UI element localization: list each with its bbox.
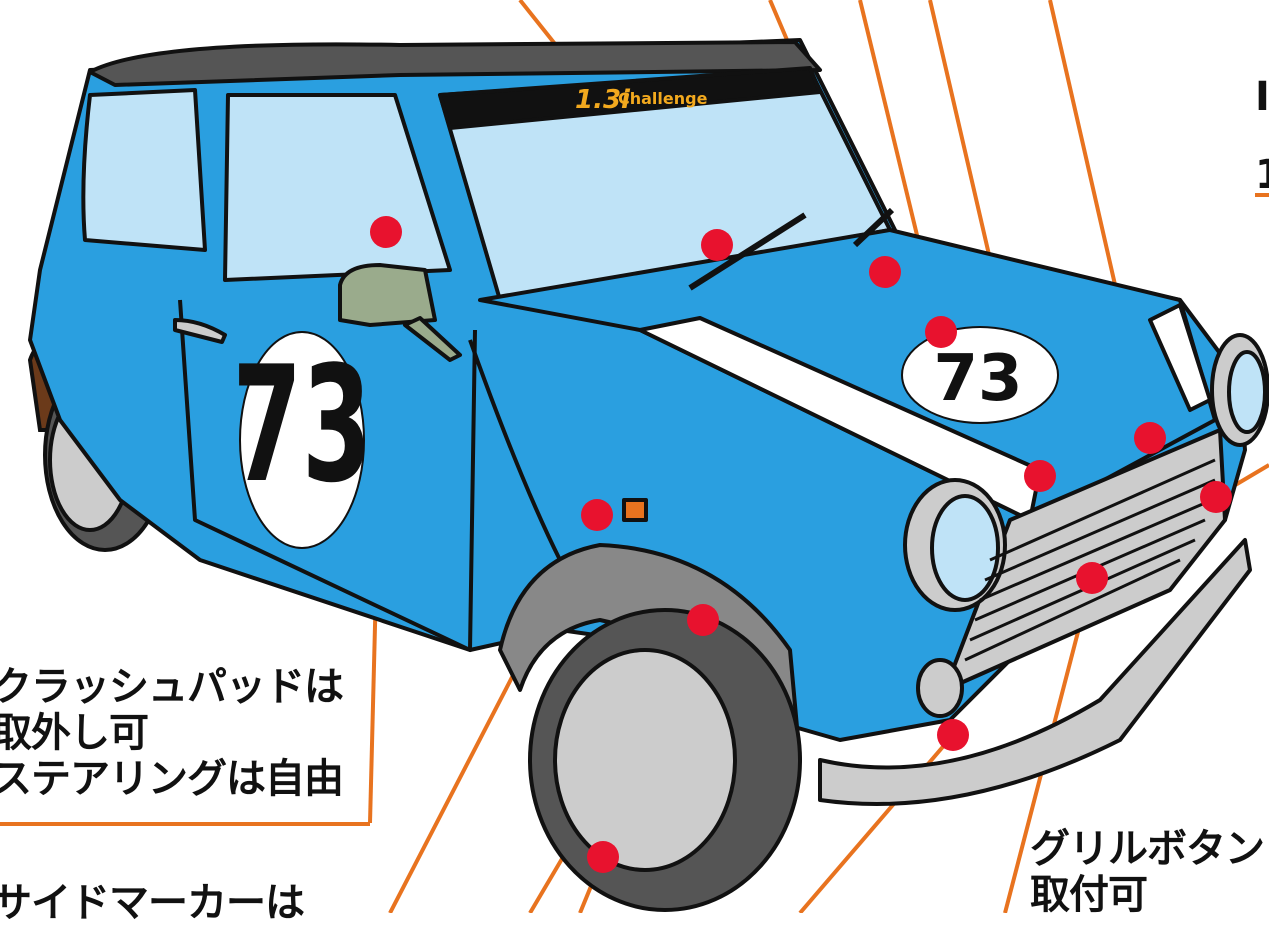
dot-wiper [701, 229, 733, 261]
callout-grille-line-1: グリルボタン [1030, 826, 1265, 872]
dot-wheel-arch [687, 604, 719, 636]
callout-grille-button: グリルボタン 取付可 [1030, 826, 1265, 918]
dot-wheel [587, 841, 619, 873]
dot-bonnet-number [925, 316, 957, 348]
banner-sub-text: Challenge [618, 89, 708, 108]
callout-side-line-1: サイドマーカーは [0, 880, 305, 926]
dot-grille-right [1200, 481, 1232, 513]
callout-top-right-b-line-1: 1 [1255, 152, 1269, 198]
door-number: 73 [232, 332, 371, 518]
dot-bumper [937, 719, 969, 751]
callout-crash-line-3: ステアリングは自由 [0, 756, 344, 802]
dot-mirror [370, 216, 402, 248]
callout-top-right-a-line-1: I [1255, 74, 1269, 120]
dot-marker [581, 499, 613, 531]
callout-grille-line-2: 取付可 [1030, 872, 1148, 918]
callout-crash-line-1: クラッシュパッドは [0, 664, 344, 710]
callout-side-marker: サイドマーカーは [0, 880, 305, 926]
bonnet-roundel: 73 [901, 326, 1059, 424]
callout-dots [370, 216, 1232, 873]
callout-top-right-b: 1 [1255, 152, 1269, 198]
dot-stripe [1024, 460, 1056, 492]
callout-crash-line-2: 取外し可 [0, 710, 149, 756]
door-roundel: 73 [232, 331, 372, 549]
dot-hood [1134, 422, 1166, 454]
dot-washer [869, 256, 901, 288]
car-body [28, 38, 1269, 912]
dot-grille [1076, 562, 1108, 594]
banner-main-text: 1.3i [575, 85, 631, 115]
callout-crash-pad: クラッシュパッドは 取外し可 ステアリングは自由 [0, 664, 344, 802]
callout-top-right-a: I [1255, 74, 1269, 120]
bonnet-number: 73 [933, 342, 1022, 416]
